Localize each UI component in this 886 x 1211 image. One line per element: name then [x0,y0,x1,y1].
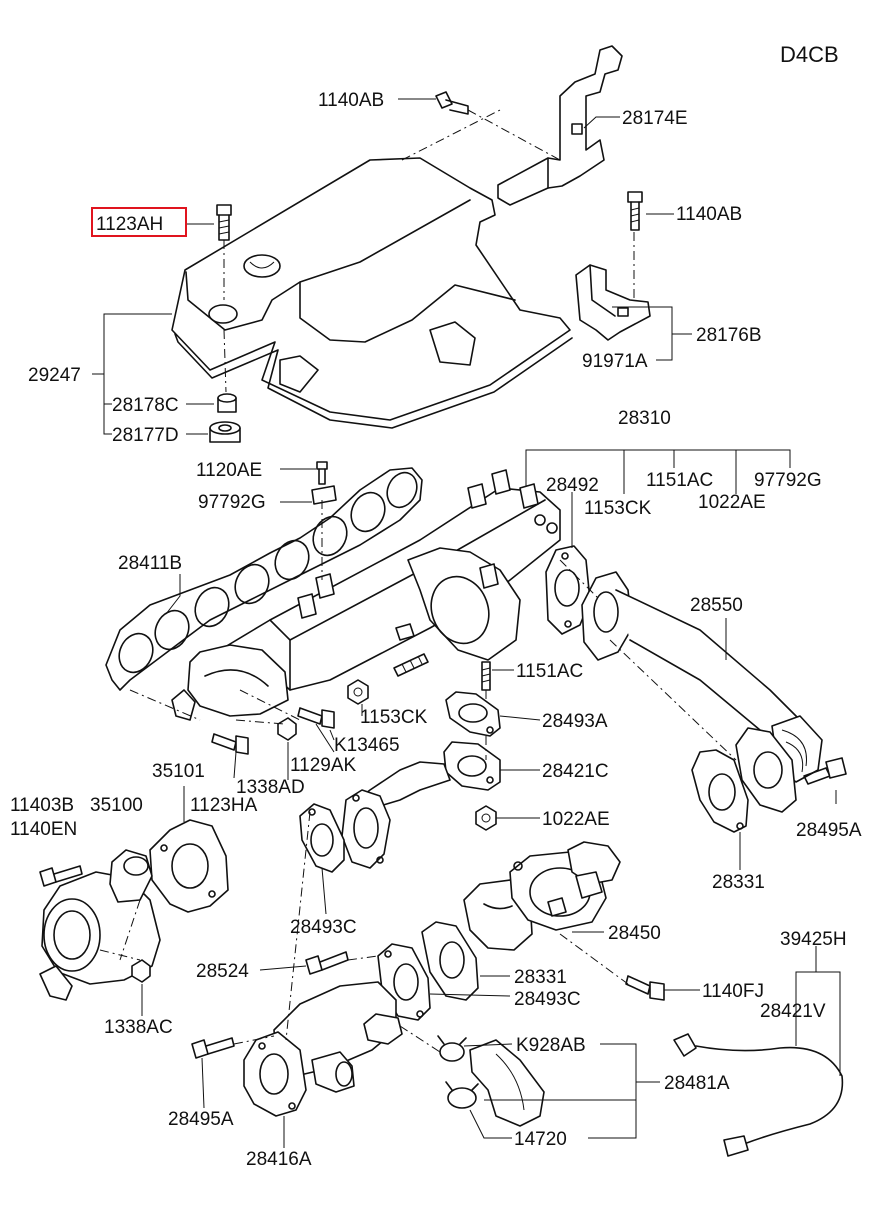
label-28174e: 28174E [622,108,688,129]
highlight-box [91,207,187,237]
label-39425h: 39425H [780,929,847,950]
egr-pipe-28550 [581,571,823,813]
label-28421v: 28421V [760,1001,826,1022]
nut-1338ac [131,959,151,983]
stud-1151ac [481,661,491,691]
label-28450: 28450 [608,923,661,944]
label-28310: 28310 [618,408,671,429]
intake-manifold-28310 [171,469,561,721]
label-1123ah[interactable]: 1123AH [96,214,163,235]
label-28178c: 28178C [112,395,179,416]
assembly-center-lines [99,109,737,1053]
egr-cooler-28416a [243,981,403,1117]
label-k928ab: K928AB [516,1035,586,1056]
bolt-28495a-left [191,1037,235,1059]
egr-valve-28450 [463,841,621,951]
label-28416a: 28416A [246,1149,312,1170]
engine-cover [171,157,573,429]
grommet-28177d [209,421,241,443]
label-1140ab-top: 1140AB [318,90,384,111]
label-28492: 28492 [546,475,599,496]
clamp-k928ab-bottom [445,1081,479,1109]
label-28331-mid: 28331 [514,967,567,988]
label-1153ck-top: 1153CK [584,498,652,519]
part-labels: D4CB 1140AB 28174E 1123AH 1140AB 28176B … [10,42,862,1170]
label-1140en: 1140EN [10,819,77,840]
gasket-28411b [105,467,423,691]
label-28493c-mid: 28493C [514,989,581,1010]
label-28421c: 28421C [542,761,609,782]
label-11403b: 11403B [10,795,74,816]
engine-code-label: D4CB [780,42,839,67]
bracket-28176b [575,264,651,341]
label-1022ae-mid: 1022AE [542,809,610,830]
bolt-28495a-right [803,757,847,785]
gasket-35101 [149,819,229,913]
label-1120ae: 1120AE [196,460,262,481]
label-1140fj: 1140FJ [702,981,764,1002]
gasket-28331-mid [421,921,479,1001]
label-1338ad: 1338AD [236,777,305,798]
stud-1120ae [316,461,328,485]
label-91971a: 91971A [582,351,648,372]
clamp-k928ab-top [437,1035,467,1062]
gasket-28331-right [691,749,749,833]
bolt-11403b [39,865,83,887]
nut-1022ae [475,805,497,831]
bracket-28174e [497,45,623,206]
bolt-1123ha [211,733,249,755]
label-1151ac-mid: 1151AC [516,661,583,682]
grommet-28178c [217,393,237,413]
label-28493a: 28493A [542,711,608,732]
bolt-1140ab-right [627,191,643,231]
label-97792g-right: 97792G [754,470,822,491]
label-97792g-left: 97792G [198,492,266,513]
label-28550: 28550 [690,595,743,616]
label-14720: 14720 [514,1129,567,1150]
label-1123ha: 1123HA [190,795,258,816]
hose-14720 [469,1039,545,1127]
stud-1153ck [393,653,429,677]
bolt-1123ah [216,204,232,241]
label-k13465: K13465 [334,735,400,756]
label-28177d: 28177D [112,425,179,446]
label-28495a-left: 28495A [168,1109,234,1130]
bolt-1140ab-top [435,91,469,115]
label-28411b: 28411B [118,553,182,574]
label-1338ac: 1338AC [104,1017,173,1038]
egr-tube-28421c [341,741,501,869]
label-1129ak: 1129AK [290,755,357,776]
bolt-1140fj [625,975,665,1001]
label-35101: 35101 [152,761,205,782]
throttle-body-35100 [39,849,161,1001]
leader-lines [92,98,841,1148]
sensor-39425h [673,1033,844,1157]
gasket-28493a [445,691,501,737]
label-28481a: 28481A [664,1073,730,1094]
label-28331-right: 28331 [712,872,765,893]
label-28176b: 28176B [696,325,762,346]
label-29247: 29247 [28,365,81,386]
label-28524: 28524 [196,961,249,982]
label-1140ab-right: 1140AB [676,204,742,225]
nut-1153ck [347,679,369,705]
bolt-k13465 [297,707,335,729]
label-35100: 35100 [90,795,143,816]
label-28493c-left: 28493C [290,917,357,938]
nut-1338ad [277,717,297,741]
label-28495a-right: 28495A [796,820,862,841]
label-1151ac-top: 1151AC [646,470,713,491]
bolt-28524 [305,951,349,975]
label-1022ae-top: 1022AE [698,492,766,513]
label-1153ck-mid: 1153CK [360,707,428,728]
clip-97792g [311,485,337,505]
gasket-28493c-left [299,803,345,873]
